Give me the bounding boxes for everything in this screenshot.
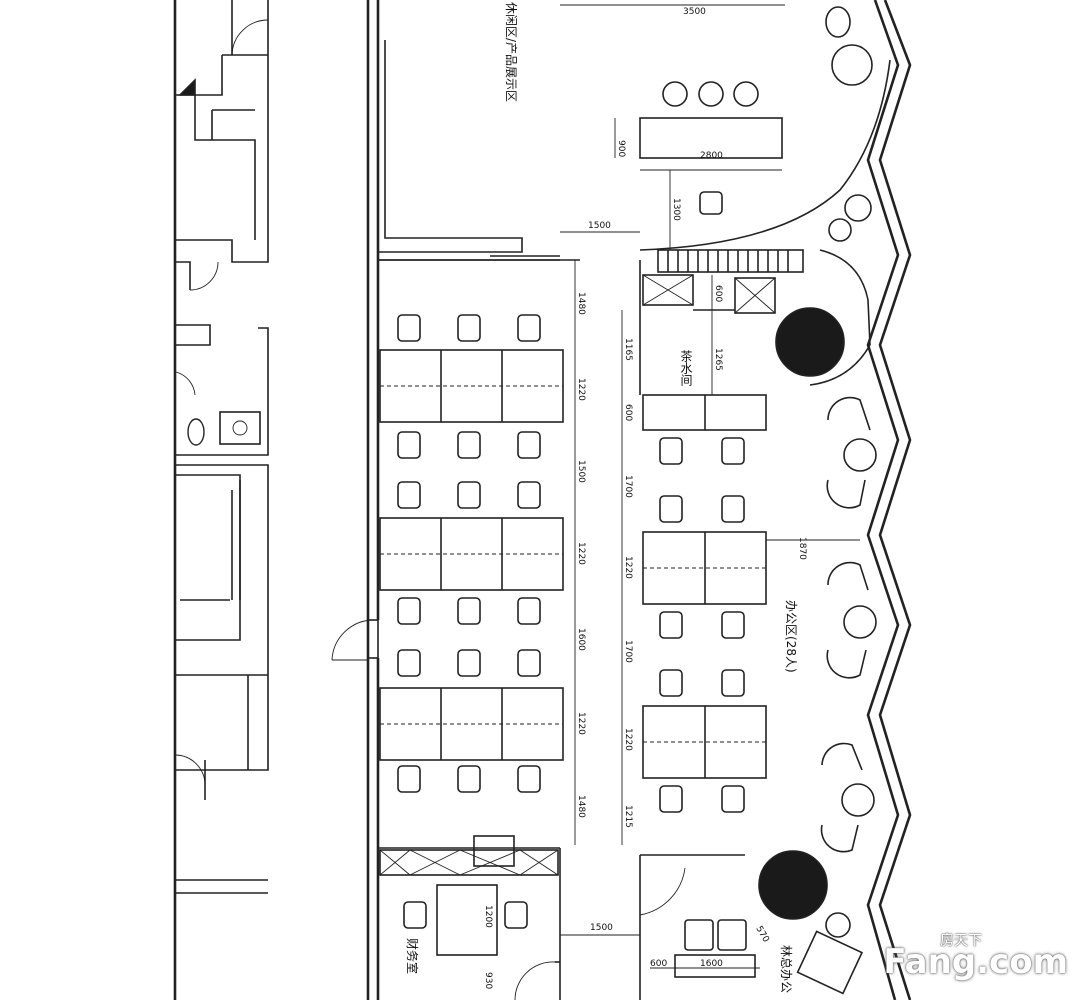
watermark-cn: 房天下 — [940, 933, 982, 949]
dim-1500-bottom: 1500 — [590, 923, 613, 933]
chairs-right — [659, 437, 745, 813]
chairs-left — [397, 314, 541, 793]
dim-2800: 2800 — [700, 151, 723, 161]
dim-1700-b: 1700 — [623, 640, 633, 663]
dim-1700-a: 1700 — [623, 475, 633, 498]
dim-600-tea: 600 — [713, 285, 723, 302]
watermark: 房天下 Fang.com — [883, 932, 1068, 982]
bottom-rooms — [378, 835, 864, 1000]
watermark-en: Fang.com — [883, 942, 1068, 982]
dim-1200: 1200 — [483, 905, 493, 928]
dim-1220-a: 1220 — [576, 378, 586, 401]
dim-1500-mid: 1500 — [576, 460, 586, 483]
dimension-labels: 3500 900 2800 1300 1500 600 1480 1220 15… — [483, 7, 807, 989]
room-label-lounge: 休闲区/产品展示区 — [504, 2, 518, 102]
dim-600-bottom: 600 — [650, 959, 667, 969]
dim-930: 930 — [483, 972, 493, 989]
lounge-area — [378, 4, 891, 346]
dim-1480-bottom: 1480 — [576, 795, 586, 818]
left-wing — [173, 0, 269, 1000]
dim-1600: 1600 — [576, 628, 586, 651]
dim-1300: 1300 — [671, 198, 681, 221]
office-desks-left — [378, 259, 580, 845]
corridor — [331, 0, 380, 1000]
room-labels: 休闲区/产品展示区 办公区(28人) 茶水间 财务室 林总办公 — [405, 2, 799, 993]
office-desks-right — [621, 260, 860, 845]
dim-1220-d: 1220 — [623, 556, 633, 579]
dim-1265: 1265 — [713, 348, 723, 371]
dim-1870: 1870 — [797, 537, 807, 560]
dim-1215: 1215 — [623, 805, 633, 828]
dim-1220-e: 1220 — [623, 728, 633, 751]
dim-1600-bottom: 1600 — [700, 959, 723, 969]
dim-1220-b: 1220 — [576, 542, 586, 565]
room-label-gm: 林总办公 — [779, 945, 794, 993]
dim-3500: 3500 — [683, 7, 706, 17]
dim-900: 900 — [616, 140, 626, 157]
dim-600-right: 600 — [623, 404, 633, 421]
dim-1165: 1165 — [623, 338, 633, 361]
dim-1500-top: 1500 — [588, 221, 611, 231]
dim-1220-c: 1220 — [576, 712, 586, 735]
room-label-finance: 财务室 — [405, 938, 420, 974]
facade — [758, 0, 912, 1000]
room-label-office: 办公区(28人) — [784, 600, 799, 673]
room-label-tea: 茶水间 — [679, 349, 693, 386]
dim-1480-top: 1480 — [576, 292, 586, 315]
dim-570: 570 — [753, 925, 770, 945]
